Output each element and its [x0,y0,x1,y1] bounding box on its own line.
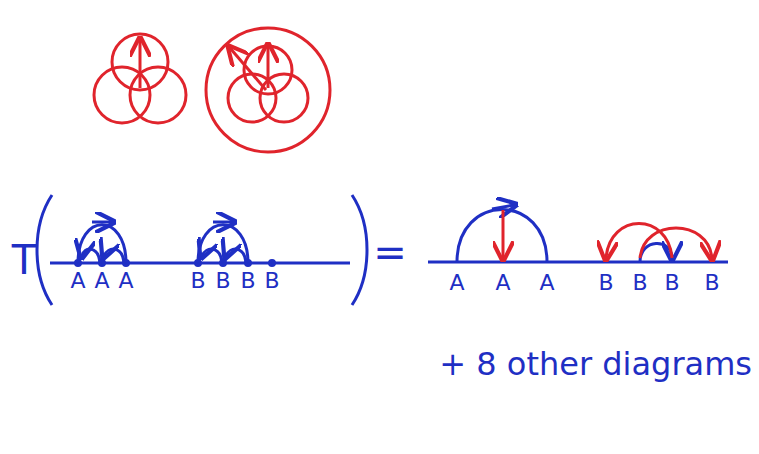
point-label: B [704,272,719,294]
point-label: A [94,270,109,292]
point-label: A [449,272,464,294]
equals-sign: = [373,232,407,272]
point-label: B [632,272,647,294]
point-label: B [215,270,230,292]
point-label: B [190,270,205,292]
point-label: B [598,272,613,294]
point-label: A [495,272,510,294]
point-label: B [240,270,255,292]
point-label: A [539,272,554,294]
point-label: A [70,270,85,292]
point-label: A [118,270,133,292]
note-text: + 8 other diagrams [439,348,752,380]
point-label: B [264,270,279,292]
operator-symbol: T [12,240,36,280]
point-label: B [664,272,679,294]
